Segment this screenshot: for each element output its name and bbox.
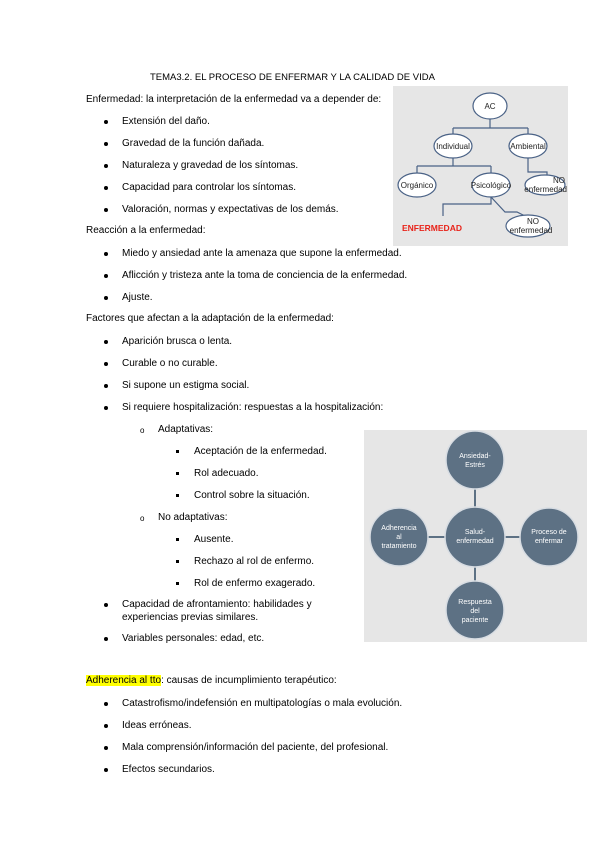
list-item: Si requiere hospitalización: respuestas …: [122, 402, 384, 413]
list-item: Extensión del daño.: [122, 116, 210, 127]
bullet-icon: [104, 603, 108, 607]
tree-label-psicologico: Psicológico: [471, 181, 512, 190]
tree-label-root: AC: [484, 102, 495, 111]
wheel-label-bottom-b: del: [470, 608, 480, 615]
bullet-icon: [104, 274, 108, 278]
tree-label-organico: Orgánico: [401, 181, 434, 190]
bullet-icon: [104, 296, 108, 300]
wheel-node-center: [444, 506, 506, 568]
circle-bullet-icon: o: [140, 426, 145, 435]
page-title: TEMA3.2. EL PROCESO DE ENFERMAR Y LA CAL…: [150, 72, 435, 83]
list-item-continuation: experiencias previas similares.: [122, 612, 259, 623]
list-item: Naturaleza y gravedad de los síntomas.: [122, 160, 299, 171]
square-bullet-icon: [176, 472, 179, 475]
bullet-icon: [104, 702, 108, 706]
heading-rest: : causas de incumplimiento terapéutico:: [161, 675, 337, 686]
square-bullet-icon: [176, 494, 179, 497]
list-item: Gravedad de la función dañada.: [122, 138, 265, 149]
list-item: Capacidad de afrontamiento: habilidades …: [122, 599, 312, 610]
bullet-icon: [104, 768, 108, 772]
tree-label-no-2: NO: [527, 217, 539, 226]
wheel-node-bottom: [445, 580, 505, 640]
wheel-label-right-b: enfermar: [535, 538, 564, 545]
bullet-icon: [104, 746, 108, 750]
square-bullet-icon: [176, 560, 179, 563]
wheel-label-left-a: Adherencia: [381, 525, 417, 532]
tree-connectors: [397, 92, 566, 238]
tree-label-enfermedad-2: enfermedad: [510, 226, 553, 235]
wheel-label-top-b: Estrés: [465, 462, 485, 469]
list-item: Aparición brusca o lenta.: [122, 336, 233, 347]
tree-node-organico: [397, 172, 437, 198]
wheel-node-left: [369, 507, 429, 567]
list-item: Efectos secundarios.: [122, 764, 215, 775]
tree-node-no-enfermedad-1: [524, 174, 566, 196]
section-reaccion-heading: Reacción a la enfermedad:: [86, 225, 206, 236]
wheel-label-left-c: tratamiento: [381, 543, 416, 550]
tree-diagram-svg: AC Individual Ambiental Orgánico Psicoló…: [397, 92, 567, 238]
wheel-diagram-svg: Salud- enfermedad Ansiedad- Estrés Proce…: [369, 430, 579, 640]
list-item: Miedo y ansiedad ante la amenaza que sup…: [122, 248, 402, 259]
bullet-icon: [104, 208, 108, 212]
list-item: Ausente.: [194, 534, 234, 545]
wheel-label-bottom-a: Respuesta: [458, 599, 492, 606]
square-bullet-icon: [176, 582, 179, 585]
tree-label-enfermedad: ENFERMEDAD: [402, 223, 462, 233]
list-item: Capacidad para controlar los síntomas.: [122, 182, 296, 193]
bullet-icon: [104, 384, 108, 388]
bullet-icon: [104, 186, 108, 190]
adaptativas-label: Adaptativas:: [158, 424, 214, 435]
wheel-node-right: [519, 507, 579, 567]
list-item: Variables personales: edad, etc.: [122, 633, 265, 644]
wheel-diagram: Salud- enfermedad Ansiedad- Estrés Proce…: [364, 430, 587, 642]
list-item: Mala comprensión/información del pacient…: [122, 742, 389, 753]
tree-label-ambiental: Ambiental: [510, 142, 546, 151]
tree-label-no-1: NO: [553, 176, 565, 185]
list-item: Catastrofismo/indefensión en multipatolo…: [122, 698, 403, 709]
list-item: Si supone un estigma social.: [122, 380, 250, 391]
tree-label-individual: Individual: [436, 142, 470, 151]
section-factores-heading: Factores que afectan a la adaptación de …: [86, 313, 334, 324]
wheel-label-top-a: Ansiedad-: [459, 453, 491, 460]
tree-label-enfermedad-1: enfermedad: [524, 185, 567, 194]
bullet-icon: [104, 142, 108, 146]
wheel-label-center-b: enfermedad: [456, 538, 493, 545]
wheel-label-left-b: al: [396, 534, 402, 541]
wheel-label-right-a: Proceso de: [531, 529, 567, 536]
circle-bullet-icon: o: [140, 514, 145, 523]
wheel-node-top: [445, 430, 505, 490]
wheel-label-bottom-c: paciente: [462, 617, 489, 624]
bullet-icon: [104, 252, 108, 256]
list-item: Control sobre la situación.: [194, 490, 310, 501]
bullet-icon: [104, 637, 108, 641]
bullet-icon: [104, 362, 108, 366]
list-item: Valoración, normas y expectativas de los…: [122, 204, 339, 215]
list-item: Rol adecuado.: [194, 468, 259, 479]
bullet-icon: [104, 120, 108, 124]
bullet-icon: [104, 340, 108, 344]
list-item: Aflicción y tristeza ante la toma de con…: [122, 270, 408, 281]
bullet-icon: [104, 406, 108, 410]
highlighted-text: Adherencia al tto: [86, 675, 162, 686]
tree-diagram: AC Individual Ambiental Orgánico Psicoló…: [393, 86, 568, 246]
tree-node-no-enfermedad-2: [505, 214, 551, 238]
bullet-icon: [104, 724, 108, 728]
wheel-label-center-a: Salud-: [465, 529, 486, 536]
list-item: Ajuste.: [122, 292, 153, 303]
no-adaptativas-label: No adaptativas:: [158, 512, 228, 523]
list-item: Rol de enfermo exagerado.: [194, 578, 316, 589]
section-enfermedad-heading: Enfermedad: la interpretación de la enfe…: [86, 94, 382, 105]
list-item: Aceptación de la enfermedad.: [194, 446, 327, 457]
list-item: Curable o no curable.: [122, 358, 218, 369]
bullet-icon: [104, 164, 108, 168]
square-bullet-icon: [176, 450, 179, 453]
list-item: Ideas erróneas.: [122, 720, 192, 731]
list-item: Rechazo al rol de enfermo.: [194, 556, 315, 567]
section-adherencia-heading: Adherencia al tto: causas de incumplimie…: [86, 675, 337, 686]
square-bullet-icon: [176, 538, 179, 541]
